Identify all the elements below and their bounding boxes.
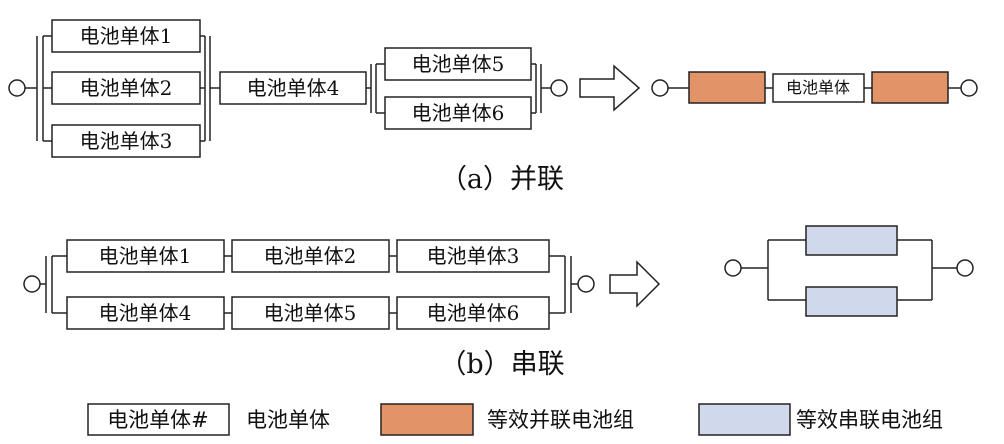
series-cell-3 <box>396 239 550 273</box>
parallel-equiv-input-terminal <box>651 79 669 97</box>
parallel-equiv-group-2 <box>871 71 949 104</box>
series-cell-4 <box>66 296 225 330</box>
legend-series-swatch <box>698 403 791 436</box>
legend-parallel-label: 等效并联电池组 <box>487 408 634 432</box>
series-cell-4-label: 电池单体4 <box>99 301 192 325</box>
parallel-arrow-icon <box>579 64 641 112</box>
series-cell-5-label: 电池单体5 <box>264 301 357 325</box>
legend-series-label: 等效串联电池组 <box>796 408 943 432</box>
series-equiv-input-terminal <box>724 259 742 277</box>
parallel-cell-1-label: 电池单体1 <box>80 24 173 48</box>
series-cell-2-label: 电池单体2 <box>264 244 357 268</box>
series-cell-1-label: 电池单体1 <box>99 244 192 268</box>
parallel-input-terminal <box>8 79 26 97</box>
parallel-cell-1 <box>51 19 201 53</box>
legend-cell-symbol: 电池单体# <box>107 408 209 432</box>
parallel-output-terminal <box>550 79 568 97</box>
series-output-terminal <box>577 275 595 293</box>
legend: 电池单体# 电池单体 等效并联电池组 等效串联电池组 <box>87 403 943 436</box>
parallel-cell-2-label: 电池单体2 <box>80 76 173 100</box>
legend-parallel-swatch <box>380 403 474 436</box>
series-cell-3-label: 电池单体3 <box>427 244 520 268</box>
series-input-terminal <box>23 275 41 293</box>
parallel-equiv-cell-label: 电池单体 <box>786 78 850 97</box>
series-equiv-group-1 <box>805 225 898 256</box>
parallel-cell-4 <box>219 71 367 105</box>
series-cell-6 <box>396 296 550 330</box>
series-cell-5 <box>231 296 390 330</box>
series-equiv-output-terminal <box>956 259 974 277</box>
series-cell-6-label: 电池单体6 <box>427 301 520 325</box>
parallel-cell-6-label: 电池单体6 <box>412 101 505 125</box>
parallel-equiv-group-1 <box>688 71 766 104</box>
parallel-equiv-output-terminal <box>960 79 978 97</box>
series-caption: （b）串联 <box>439 349 564 380</box>
parallel-cell-3-label: 电池单体3 <box>80 129 173 153</box>
legend-cell-symbol-box <box>87 403 230 436</box>
parallel-cell-4-label: 电池单体4 <box>247 76 340 100</box>
parallel-caption: （a）并联 <box>440 164 564 195</box>
series-section: 电池单体1 电池单体2 电池单体3 电池单体4 电池单体5 电池单体6 <box>23 225 974 380</box>
series-equiv-group-2 <box>805 286 898 317</box>
series-arrow-icon <box>609 260 661 308</box>
legend-cell-label: 电池单体 <box>246 408 330 432</box>
parallel-section: 电池单体1 电池单体2 电池单体3 电池单体4 电池单体5 电池单体6 <box>8 19 978 195</box>
parallel-cell-5-label: 电池单体5 <box>412 52 505 76</box>
